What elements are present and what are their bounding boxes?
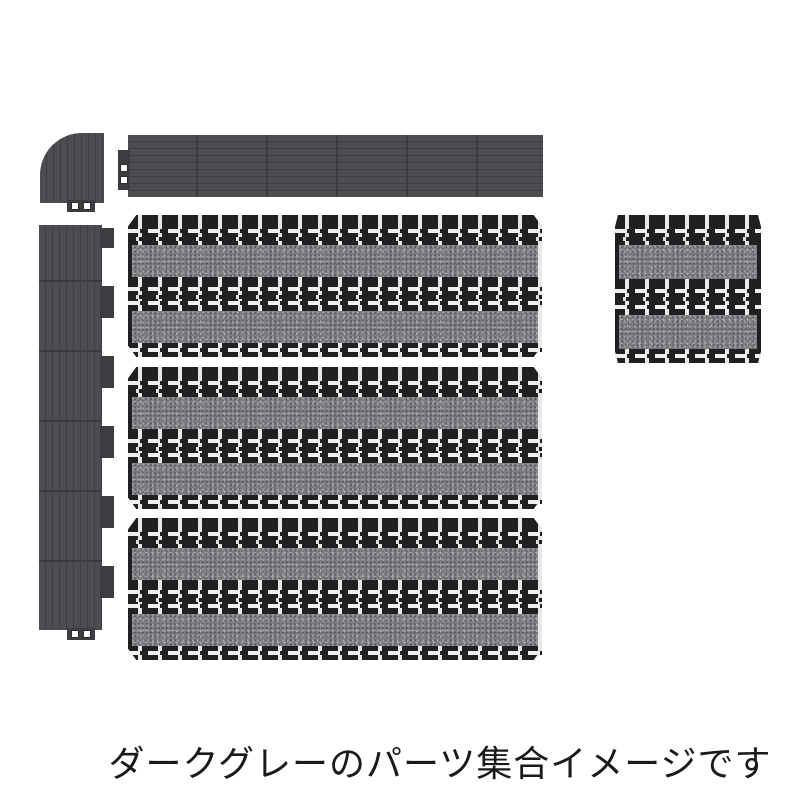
image-caption: ダークグレーのパーツ集合イメージです [108, 744, 772, 785]
mat-tile-2 [128, 367, 542, 509]
left-edge-strip [39, 225, 102, 630]
mat-tile-3 [128, 518, 542, 660]
left-edge-connector [67, 628, 95, 640]
mat-tile-1 [128, 215, 542, 357]
mat-tile-small [615, 215, 761, 363]
top-edge-strip [128, 135, 543, 197]
left-edge-tabs [100, 228, 114, 628]
corner-edge-piece [40, 133, 104, 203]
corner-connector [67, 200, 95, 212]
top-edge-connector [118, 150, 130, 190]
